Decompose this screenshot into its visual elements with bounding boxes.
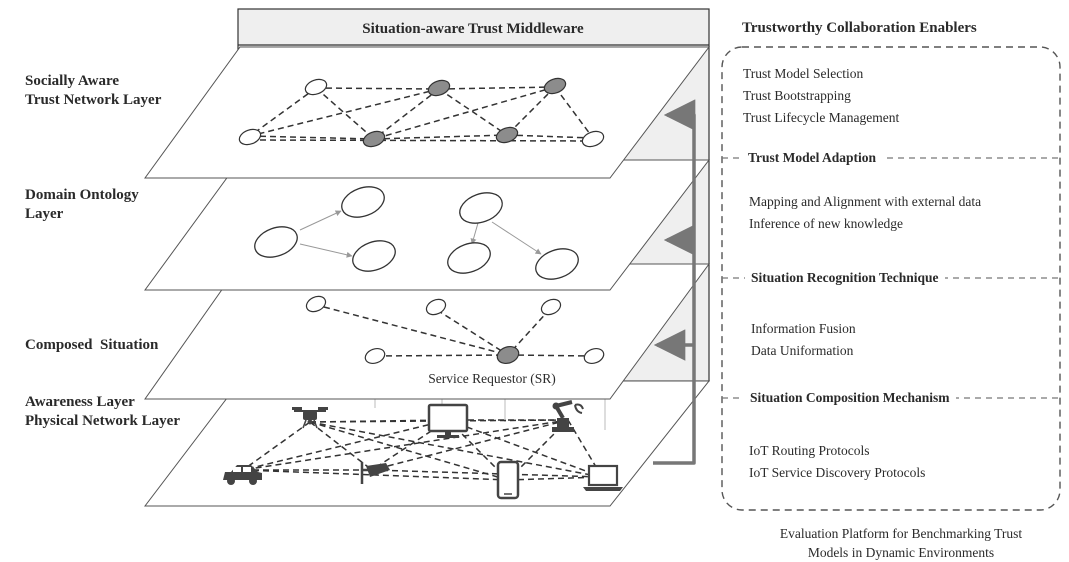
- enabler-item: Inference of new knowledge: [749, 216, 904, 231]
- section-title-situation-recognition: Situation Recognition Technique: [745, 270, 945, 286]
- footer-line: Evaluation Platform for Benchmarking Tru…: [779, 526, 1023, 541]
- enabler-item: Trust Bootstrapping: [743, 88, 851, 103]
- physical-network-plane: [143, 380, 711, 507]
- smartphone-icon: [496, 460, 520, 500]
- layer-label-domain-ontology: Domain Ontology Layer: [25, 186, 139, 224]
- service-requestor-node: [496, 345, 520, 365]
- drone-icon: [292, 407, 328, 429]
- trust-network-nodes: [238, 77, 605, 148]
- service-requestor-label: Service Requestor (SR): [428, 371, 555, 386]
- laptop-icon: [583, 464, 623, 491]
- layer-label-line: Layer: [25, 206, 64, 222]
- ontology-nodes: [254, 186, 579, 280]
- enabler-item: Mapping and Alignment with external data: [749, 194, 982, 209]
- layer-label-line: Socially Aware: [25, 73, 120, 89]
- enabler-item: IoT Routing Protocols: [749, 443, 870, 458]
- enabler-item: Trust Lifecycle Management: [743, 110, 900, 125]
- layer-label-line: Trust Network Layer: [25, 92, 162, 108]
- domain-ontology-plane: [144, 159, 711, 291]
- cctv-camera-icon: [360, 462, 390, 484]
- enabler-item: Data Uniformation: [751, 343, 854, 358]
- layer-label-trust-network: Socially Aware Trust Network Layer: [25, 72, 161, 110]
- situation-awareness-plane: Service Requestor (SR): [144, 263, 710, 400]
- layer-label-line: Composed Situation: [25, 337, 159, 353]
- section-title-trust-model-adaption: Trust Model Adaption: [742, 150, 883, 166]
- enablers-footer: Evaluation Platform for Benchmarking Tru…: [742, 524, 1060, 562]
- layer-label-physical-network: Physical Network Layer: [25, 412, 180, 431]
- section-title-situation-composition: Situation Composition Mechanism: [744, 390, 956, 406]
- middleware-title: Situation-aware Trust Middleware: [362, 21, 584, 37]
- enablers-title: Trustworthy Collaboration Enablers: [742, 20, 977, 36]
- layer-label-line: Physical Network Layer: [25, 413, 180, 429]
- layer-label-line: Domain Ontology: [25, 187, 139, 203]
- layer-label-situation-awareness: Composed Situation Awareness Layer: [25, 298, 158, 431]
- robot-arm-icon: [552, 400, 584, 432]
- trust-network-links: [249, 86, 594, 142]
- footer-line: Models in Dynamic Environments: [807, 545, 995, 560]
- car-icon: [223, 465, 262, 485]
- enabler-item: IoT Service Discovery Protocols: [749, 465, 926, 480]
- situation-nodes: [305, 295, 605, 365]
- enabler-item: Trust Model Selection: [743, 66, 864, 81]
- ontology-edges: [299, 210, 542, 258]
- trust-network-plane: [144, 46, 711, 179]
- monitor-icon: [427, 403, 469, 438]
- feedback-arrows: [653, 99, 696, 465]
- enabler-item: Information Fusion: [751, 321, 856, 336]
- situation-links: [323, 306, 595, 357]
- layer-label-line: Awareness Layer: [25, 394, 135, 410]
